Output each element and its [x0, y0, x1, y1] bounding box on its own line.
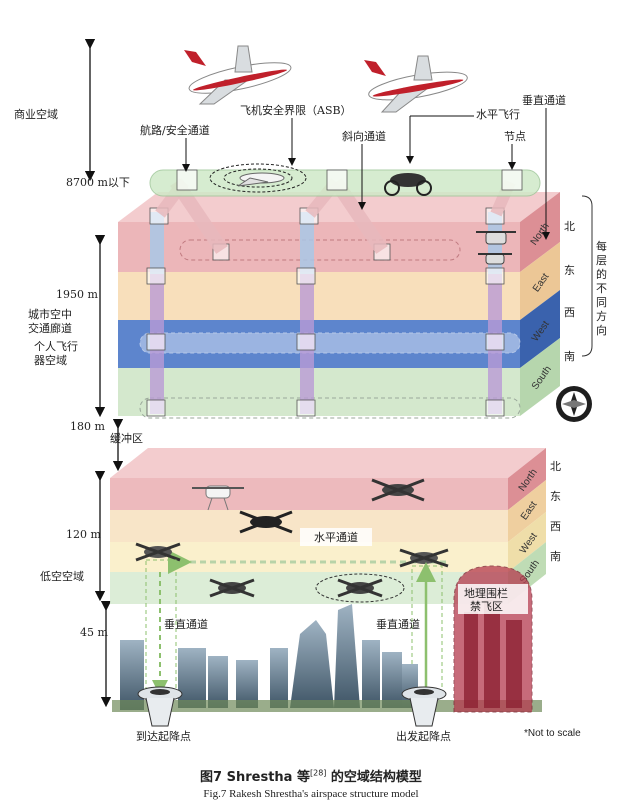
- upper-west-side: [520, 290, 560, 368]
- altitude-8700-label: 8700 m以下: [66, 176, 130, 189]
- figure-caption-cn: 图7 Shrestha 等[28] 的空域结构模型: [200, 768, 422, 785]
- west-horizontal-tube: [139, 332, 521, 354]
- departure-vertiport-icon: [401, 686, 447, 727]
- lower-south-layer: [110, 572, 508, 604]
- geofence-label-1: 地理围栏: [464, 586, 508, 600]
- drone-white-icon: [192, 485, 244, 511]
- upper-stack-top-face: [118, 192, 560, 222]
- drone-dark-middle-icon: [239, 510, 293, 534]
- altitude-120-label: 120 m: [66, 528, 101, 541]
- drone-dark-top-right-icon: [371, 478, 425, 502]
- altitude-1950-label: 1950 m: [56, 288, 98, 301]
- compass-icon: [556, 386, 592, 422]
- node-label: 节点: [504, 130, 526, 143]
- altitude-180-label: 180 m: [70, 420, 105, 433]
- lower-dir-cn-west: 西: [550, 520, 561, 533]
- vertical-channel-right-label: 垂直通道: [376, 617, 420, 631]
- svg-text:的: 的: [596, 267, 607, 281]
- vertical-channel-1-upper: [150, 212, 164, 274]
- not-to-scale-note: *Not to scale: [524, 728, 581, 739]
- vertical-channel-2-upper: [300, 212, 314, 274]
- horizontal-channel-label-bg: [300, 528, 372, 546]
- upper-south-side: [520, 338, 560, 416]
- asb-label: 飞机安全界限（ASB）: [240, 103, 352, 117]
- lower-dir-cn-east: 东: [550, 490, 561, 503]
- node-cubes: [146, 207, 505, 417]
- geofence-label-bg: [458, 584, 528, 614]
- figure-caption-en: Fig.7 Rakesh Shrestha's airspace structu…: [203, 788, 419, 800]
- low-airspace-label: 低空空域: [40, 569, 84, 583]
- upper-south-layer: [118, 368, 520, 416]
- lower-stack-top-face: [110, 448, 546, 478]
- lower-west-side: [508, 512, 546, 572]
- horizontal-flight-label: 水平飞行: [476, 108, 520, 121]
- svg-text:同: 同: [596, 296, 607, 309]
- airliner-left-icon: [184, 45, 292, 105]
- asb-inner-boundary: [223, 168, 293, 188]
- asb-boundary: [209, 163, 307, 193]
- geofence-label-2: 禁飞区: [470, 600, 503, 613]
- arrival-vertiport-icon: [137, 686, 183, 727]
- direction-bracket: [581, 195, 593, 357]
- lower-dir-cn-south: 南: [550, 550, 561, 563]
- svg-text:层: 层: [596, 254, 607, 267]
- vertical-drone-icon: [476, 231, 516, 265]
- personal-aircraft-label-2: 器空域: [34, 353, 67, 367]
- commercial-airspace-label: 商业空域: [14, 107, 58, 121]
- vertical-channel-top-label: 垂直通道: [522, 93, 566, 107]
- lower-north-side: [508, 448, 546, 510]
- lower-east-side: [508, 480, 546, 542]
- arrival-point-label: 到达起降点: [136, 729, 191, 743]
- upper-dir-cn-south: 南: [564, 350, 575, 363]
- upper-north-layer: [118, 222, 520, 272]
- upper-dir-cn-west: 西: [564, 306, 575, 319]
- lower-dir-cn-north: 北: [550, 460, 561, 473]
- top-node-cubes: [176, 169, 523, 191]
- horizontal-channel-label: 水平通道: [314, 530, 358, 544]
- altitude-45-label: 45 m: [80, 626, 108, 639]
- upper-east-layer: [118, 272, 520, 320]
- svg-text:不: 不: [596, 282, 607, 295]
- lower-north-layer: [110, 478, 508, 510]
- oblique-channel-label: 斜向通道: [342, 129, 386, 143]
- drone-safety-boundary: [315, 573, 405, 603]
- buffer-zone-label: 缓冲区: [110, 431, 143, 445]
- upper-dir-cn-north: 北: [564, 220, 575, 233]
- upper-north-side: [520, 192, 560, 272]
- drone-south-left-icon: [209, 578, 255, 598]
- personal-aircraft-label-1: 个人飞行: [34, 340, 78, 353]
- drone-left-west-icon: [135, 542, 181, 562]
- svg-text:方: 方: [596, 309, 607, 323]
- evtol-icon: [384, 173, 432, 196]
- south-horizontal-tube: [139, 397, 521, 419]
- side-note-vertical: 每 层 的 不 同 方 向: [596, 239, 607, 337]
- north-horizontal-tube: [179, 239, 461, 261]
- upper-dir-cn-east: 东: [564, 264, 575, 277]
- airspace-structure-diagram: 商业空域 8700 m以下 航路/安全通道 飞机安全界限（ASB） 斜向通道 水…: [14, 38, 607, 743]
- departure-point-label: 出发起降点: [396, 729, 451, 743]
- route-safety-channel-label: 航路/安全通道: [140, 123, 210, 137]
- small-aircraft-icon: [237, 172, 285, 187]
- urban-corridor-label-2: 交通廊道: [28, 321, 72, 335]
- svg-text:向: 向: [596, 323, 607, 337]
- upper-east-side: [520, 242, 560, 320]
- svg-text:每: 每: [596, 239, 607, 253]
- upper-airspace-stack: [118, 163, 560, 419]
- vertical-channel-left-label: 垂直通道: [164, 617, 208, 631]
- airliner-right-icon: [364, 55, 468, 113]
- drone-right-west-icon: [399, 548, 449, 568]
- urban-corridor-label-1: 城市空中: [28, 307, 72, 321]
- drone-south-right-icon: [337, 578, 383, 598]
